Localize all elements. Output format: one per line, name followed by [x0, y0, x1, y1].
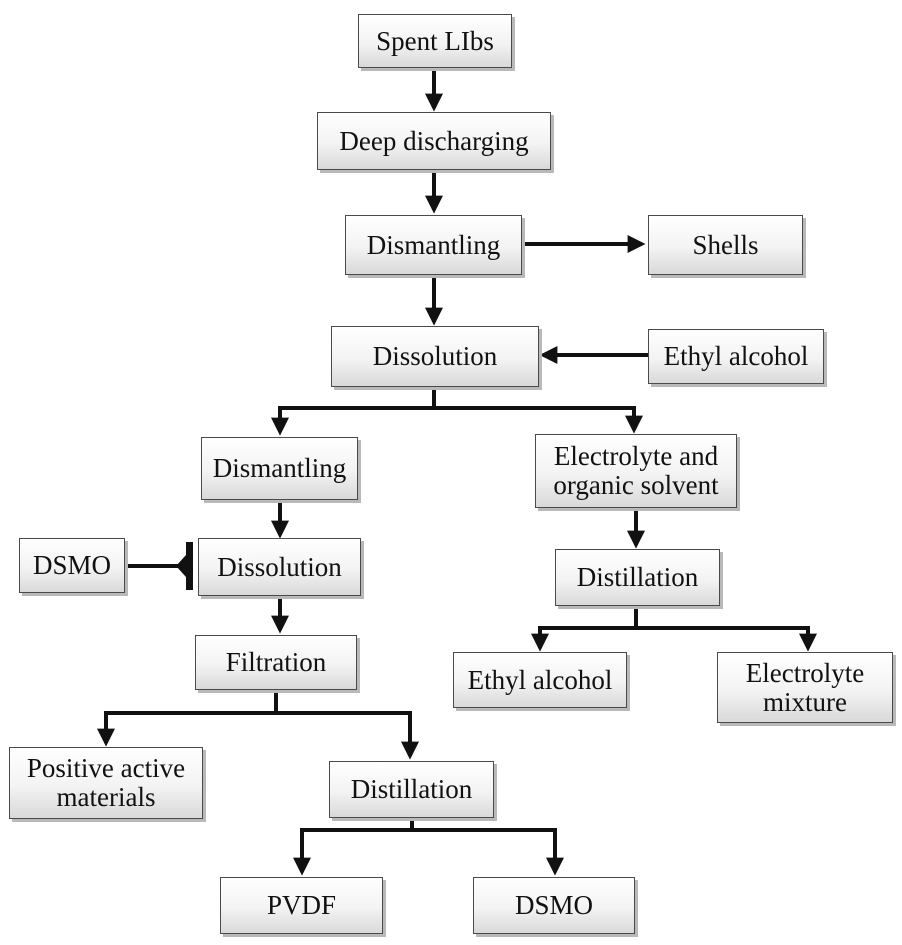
node-deep-discharging-label: Deep discharging: [339, 125, 529, 156]
node-dismantling-label: Dismantling: [366, 229, 501, 260]
dsmo-inhibit-head: [176, 555, 186, 577]
dsmo-inhibit-bar: [186, 542, 193, 590]
node-dismantling-2-label: Dismantling: [212, 453, 347, 483]
node-dissolution: Dissolution: [331, 326, 539, 387]
split-dissolution: [271, 387, 436, 436]
node-electrolyte-solvent: Electrolyte and organic solvent: [535, 434, 737, 508]
node-dismantling-2: Dismantling: [201, 437, 358, 500]
split-filtration-right: [276, 711, 419, 760]
node-positive-active-materials-label: Positive active materials: [26, 753, 186, 812]
split-dissolution-right: [434, 406, 643, 434]
node-positive-active-materials: Positive active materials: [9, 747, 203, 819]
node-ethyl-alcohol-output: Ethyl alcohol: [453, 652, 627, 708]
node-electrolyte-solvent-label: Electrolyte and organic solvent: [553, 441, 719, 500]
node-pvdf-label: PVDF: [266, 890, 337, 920]
node-dissolution-2-label: Dissolution: [217, 551, 342, 582]
split-distillation-right-right: [636, 626, 817, 652]
node-dsmo-output: DSMO: [473, 877, 635, 934]
split-filtration-left: [97, 690, 278, 747]
node-filtration-label: Filtration: [225, 647, 327, 677]
node-spent-libs-label: Spent LIbs: [376, 25, 494, 56]
split-distillation-left-left: [293, 818, 414, 876]
node-distillation-right: Distillation: [555, 549, 720, 606]
node-dissolution-2: Dissolution: [198, 538, 361, 596]
node-dissolution-label: Dissolution: [372, 341, 498, 371]
node-dismantling: Dismantling: [345, 215, 522, 275]
node-ethyl-alcohol-output-label: Ethyl alcohol: [467, 664, 613, 695]
node-distillation-left: Distillation: [329, 761, 494, 818]
node-dsmo-output-label: DSMO: [514, 890, 594, 920]
node-spent-libs: Spent LIbs: [358, 14, 512, 68]
node-electrolyte-mixture-label: Electrolyte mixture: [745, 657, 865, 717]
node-distillation-left-label: Distillation: [350, 774, 473, 804]
node-electrolyte-mixture: Electrolyte mixture: [717, 652, 893, 723]
split-distillation-left-right: [412, 828, 564, 876]
node-deep-discharging: Deep discharging: [317, 112, 551, 170]
node-shells: Shells: [648, 215, 803, 275]
split-distillation-right-left: [531, 606, 638, 652]
node-ethyl-alcohol-input: Ethyl alcohol: [648, 329, 824, 384]
node-pvdf: PVDF: [220, 877, 383, 934]
node-dsmo-input: DSMO: [19, 538, 125, 593]
node-shells-label: Shells: [692, 229, 759, 260]
node-dsmo-input-label: DSMO: [32, 550, 112, 580]
node-filtration: Filtration: [195, 635, 357, 690]
node-distillation-right-label: Distillation: [576, 562, 699, 592]
node-ethyl-alcohol-input-label: Ethyl alcohol: [663, 341, 809, 371]
